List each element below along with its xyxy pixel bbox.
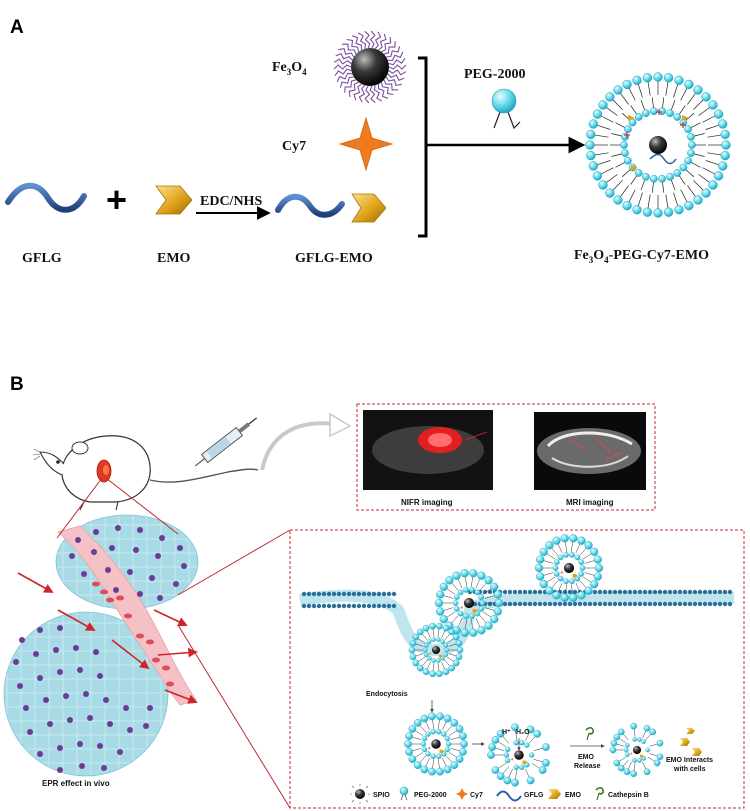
- micelle-released-icon: [609, 722, 664, 778]
- legend-emo: EMO: [548, 789, 582, 799]
- plus-sign: +: [106, 179, 127, 220]
- gflg-emo-emo-icon: [351, 193, 387, 223]
- legend-peg: PEG-2000: [399, 786, 447, 801]
- product-label: Fe3O4-PEG-Cy7-EMO: [574, 248, 709, 265]
- legend-cathepsin-label: Cathepsin B: [608, 792, 649, 799]
- mouse-icon: [32, 435, 259, 511]
- legend-spio-label: SPIO: [373, 792, 390, 799]
- endocytosis-label: Endocytosis: [366, 691, 408, 698]
- mri-label: MRI imaging: [566, 498, 614, 507]
- legend-cy7: Cy7: [456, 788, 483, 800]
- gflg-peptide-icon: [5, 182, 87, 213]
- emo-label: EMO: [157, 251, 191, 266]
- imaging-curved-arrow: [260, 421, 335, 471]
- panel-b: B: [3, 374, 745, 809]
- nifr-image: [363, 410, 493, 490]
- peg-2000-icon: [491, 88, 521, 130]
- legend-cathepsin: Cathepsin B: [595, 786, 649, 801]
- emo-interacts-label-2: with cells: [673, 766, 706, 773]
- h-ion-label: H⁺: [502, 729, 511, 736]
- mri-image: [534, 412, 646, 490]
- peg-label: PEG-2000: [464, 67, 525, 82]
- legend-cy7-label: Cy7: [470, 792, 483, 799]
- bracket: [418, 56, 428, 238]
- legend-spio: SPIO: [350, 784, 390, 804]
- cell-membrane: [298, 589, 735, 657]
- panel-b-letter: B: [10, 374, 24, 395]
- nifr-label: NIFR imaging: [401, 498, 453, 507]
- micelle-top-right-icon: [534, 534, 604, 602]
- syringe-icon: [194, 417, 258, 467]
- emo-release-label-2: Release: [574, 763, 601, 770]
- legend-emo-label: EMO: [565, 792, 582, 799]
- fe3o4-peg-cy7-emo-micelle-icon: [585, 72, 731, 218]
- tumor-tissue: [3, 514, 199, 777]
- cathepsin-above-arrow-icon: [585, 726, 594, 741]
- fe3o4-nanoparticle-icon: [333, 30, 407, 104]
- micelle-degrading-icon: [487, 723, 550, 787]
- cy7-label: Cy7: [282, 139, 306, 154]
- micelle-top-left-icon: [434, 569, 504, 637]
- micelle-endosome-icon: [404, 712, 468, 776]
- emo-release-label-1: EMO: [578, 754, 595, 761]
- emo-molecule-icon: [155, 185, 193, 215]
- gflg-label: GFLG: [22, 251, 62, 266]
- epr-arrows: [17, 572, 198, 704]
- cy7-star-icon: [338, 116, 394, 172]
- water-label: H₂O: [516, 729, 530, 736]
- legend-gflg: GFLG: [496, 790, 544, 802]
- micelle-endocytosed-icon: [408, 622, 464, 678]
- legend-peg-label: PEG-2000: [414, 792, 447, 799]
- legend-gflg-label: GFLG: [524, 792, 544, 799]
- cellular-uptake-box: [289, 529, 745, 809]
- edc-nhs-label: EDC/NHS: [200, 194, 262, 209]
- emo-interacts-label-1: EMO Interacts: [666, 757, 713, 764]
- gflg-emo-peptide-icon: [275, 193, 345, 218]
- fe3o4-label: Fe3O4: [272, 60, 307, 77]
- panel-a-letter: A: [10, 17, 24, 38]
- zoom-connector-lines: [56, 477, 291, 809]
- panel-a: A Fe3O4 Cy7 PEG-2000 + GFLG EMO EDC/NHS: [5, 17, 731, 266]
- imaging-box: [356, 403, 656, 511]
- gflg-emo-label: GFLG-EMO: [295, 251, 373, 266]
- released-emo-icons: [680, 728, 702, 756]
- epr-label: EPR effect in vivo: [42, 779, 110, 788]
- legend: SPIO PEG-2000 Cy7 GFLG EMO: [350, 784, 649, 804]
